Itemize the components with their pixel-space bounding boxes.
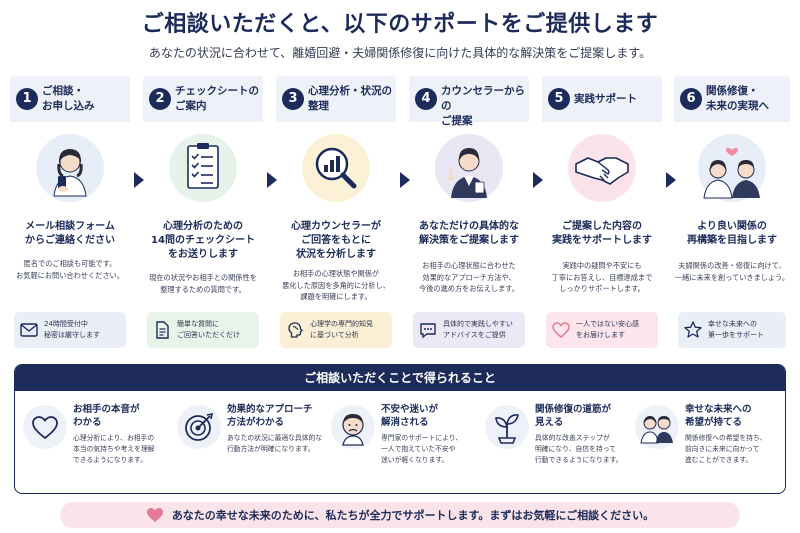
step-note: 一人ではない安心感 をお届けします	[546, 312, 658, 348]
step-note-text: 心理学の専門的知見 に基づいて分析	[310, 320, 373, 339]
arrow-right-icon	[134, 172, 144, 188]
benefits-heading: ご相談いただくことで得られること	[15, 365, 785, 391]
step-header: 6 関係修復・ 未来の実現へ	[674, 76, 790, 122]
step-header: 5 実践サポート	[542, 76, 662, 122]
step-number: 1	[16, 88, 38, 110]
heart-icon	[552, 322, 570, 338]
document-icon	[156, 321, 169, 339]
arrow-right-icon	[666, 172, 676, 188]
step-description: 実践中の疑問や不安にも 丁寧にお答えし、目標達成まで しっかりサポートします。	[551, 261, 653, 293]
step-description: お相手の心理状態に合わせた 効果的なアプローチ方法や、 今後の進め方をお伝えしま…	[419, 261, 519, 293]
handshake-icon	[568, 134, 636, 202]
benefit-item: 関係修復の道筋が 見える 具体的な改善ステップが 明確になり、自信を持って 行動…	[485, 401, 635, 489]
benefit-item: お相手の本音が わかる 心理分析により、お相手の 本当の気持ちや考えを理解 でき…	[23, 401, 173, 489]
star-icon	[684, 321, 702, 338]
counselor-icon	[435, 134, 503, 202]
step-main-text: 心理カウンセラーが ご回答をもとに 状況を分析します	[291, 221, 381, 260]
benefit-title: 効果的なアプローチ 方法がわかる	[227, 404, 313, 428]
benefit-description: 心理分析により、お相手の 本当の気持ちや考えを理解 できるようになります。	[73, 434, 155, 464]
mail-icon	[20, 323, 38, 337]
step-note-text: 幸せな未来への 第一歩をサポート	[708, 320, 764, 339]
sprout-icon	[485, 405, 529, 449]
magnifier-chart-icon	[302, 134, 370, 202]
speech-bubble-icon	[420, 323, 436, 339]
benefit-title: 関係修復の道筋が 見える	[535, 404, 612, 428]
step-5: 5 実践サポート ご提案した内容の 実践をサポートします 実践中の疑問や不安にも…	[542, 76, 662, 354]
step-title: チェックシートの ご案内	[175, 85, 259, 112]
step-note: 心理学の専門的知見 に基づいて分析	[280, 312, 392, 348]
page-title: ご相談いただくと、以下のサポートをご提供します	[141, 12, 659, 37]
step-main-text: ご提案した内容の 実践をサポートします	[552, 221, 652, 246]
step-number: 4	[415, 88, 437, 110]
step-number: 6	[680, 88, 702, 110]
step-note: 簡単な質問に ご回答いただくだけ	[147, 312, 259, 348]
benefit-item: 効果的なアプローチ 方法がわかる あなたの状況に最適な具体的な 行動方法が明確に…	[177, 401, 327, 489]
step-header: 1 ご相談・ お申し込み	[10, 76, 130, 122]
benefit-description: 具体的な改善ステップが 明確になり、自信を持って 行動できるようになります。	[535, 434, 623, 464]
arrow-right-icon	[533, 172, 543, 188]
step-note-text: 一人ではない安心感 をお届けします	[576, 320, 639, 339]
worried-person-icon	[331, 405, 375, 449]
step-header: 4 カウンセラーからの ご提案	[409, 76, 529, 127]
step-note: 24時間受付中 秘密は厳守します	[14, 312, 126, 348]
benefit-title: 不安や迷いが 解消される	[381, 404, 439, 428]
arrow-right-icon	[267, 172, 277, 188]
benefit-item: 不安や迷いが 解消される 専門家のサポートにより、 一人で抱えていた不安や 迷い…	[331, 401, 481, 489]
arrow-right-icon	[400, 172, 410, 188]
step-header: 3 心理分析・状況の 整理	[276, 76, 396, 122]
steps-flow: 1 ご相談・ お申し込み メール相談フォーム からご連絡ください 匿名でのご相談…	[10, 76, 790, 354]
step-note-text: 24時間受付中 秘密は厳守します	[44, 320, 100, 339]
footer-text: あなたの幸せな未来のために、私たちが全力でサポートします。まずはお気軽にご相談く…	[171, 509, 655, 522]
benefit-description: あなたの状況に最適な具体的な 行動方法が明確になります。	[227, 434, 323, 453]
benefits-section: ご相談いただくことで得られること お相手の本音が わかる 心理分析により、お相手…	[14, 364, 786, 494]
step-main-text: より良い関係の 再構築を目指します	[687, 221, 777, 246]
happy-couple-icon	[635, 405, 679, 449]
heart-icon	[146, 508, 163, 522]
step-main-text: メール相談フォーム からご連絡ください	[25, 221, 115, 246]
step-note: 幸せな未来への 第一歩をサポート	[678, 312, 786, 348]
step-note-text: 簡単な質問に ご回答いただくだけ	[177, 320, 240, 339]
step-4: 4 カウンセラーからの ご提案 あなただけの具体的な 解決策をご提案します お相…	[409, 76, 529, 354]
step-1: 1 ご相談・ お申し込み メール相談フォーム からご連絡ください 匿名でのご相談…	[10, 76, 130, 354]
couple-icon	[698, 134, 766, 202]
step-description: 現在の状況やお相手との関係性を 整理するための質問です。	[149, 273, 257, 294]
page-subtitle: あなたの状況に合わせて、離婚回避・夫婦関係修復に向けた具体的な解決策をご提案しま…	[148, 46, 652, 60]
step-title: ご相談・ お申し込み	[42, 85, 95, 112]
step-title: 心理分析・状況の 整理	[308, 85, 392, 112]
step-title: カウンセラーからの ご提案	[441, 85, 525, 127]
target-icon	[177, 405, 221, 449]
brain-icon	[288, 322, 304, 338]
benefit-description: 関係修復への希望を持ち、 前向きに未来に向かって 進むことができます。	[685, 434, 767, 464]
footer-banner: あなたの幸せな未来のために、私たちが全力でサポートします。まずはお気軽にご相談く…	[60, 502, 740, 528]
step-number: 3	[282, 88, 304, 110]
step-main-text: 心理分析のための 14問のチェックシート をお送りします	[151, 221, 255, 260]
heart-outline-icon	[23, 405, 67, 449]
benefit-title: 幸せな未来への 希望が持てる	[685, 404, 752, 428]
checklist-icon	[169, 134, 237, 202]
step-title: 関係修復・ 未来の実現へ	[706, 85, 769, 112]
benefit-title: お相手の本音が わかる	[73, 404, 140, 428]
step-main-text: あなただけの具体的な 解決策をご提案します	[419, 221, 519, 246]
step-6: 6 関係修復・ 未来の実現へ より良い関係の 再構築を目指します 夫婦関係の改善…	[674, 76, 790, 354]
step-note-text: 具体的で実践しやすい アドバイスをご提供	[443, 320, 513, 339]
step-description: お相手の心理状態や関係が 悪化した原因を多角的に分析し、 課題を明確にします。	[282, 269, 390, 301]
step-2: 2 チェックシートの ご案内 心理分析のための 14問のチェックシート をお送り…	[143, 76, 263, 354]
benefit-description: 専門家のサポートにより、 一人で抱えていた不安や 迷いが軽くなります。	[381, 434, 463, 464]
step-header: 2 チェックシートの ご案内	[143, 76, 263, 122]
step-description: 夫婦関係の改善・修復に向けて、 一緒に未来を創っていきましょう。	[674, 261, 790, 282]
step-title: 実践サポート	[574, 93, 637, 105]
step-note: 具体的で実践しやすい アドバイスをご提供	[413, 312, 525, 348]
woman-phone-icon	[36, 134, 104, 202]
step-number: 5	[548, 88, 570, 110]
benefit-item: 幸せな未来への 希望が持てる 関係修復への希望を持ち、 前向きに未来に向かって …	[635, 401, 785, 489]
step-3: 3 心理分析・状況の 整理 心理カウンセラーが ご回答をもとに 状況を分析します…	[276, 76, 396, 354]
step-description: 匿名でのご相談も可能です。 お気軽にお問い合わせください。	[16, 259, 124, 280]
step-number: 2	[149, 88, 171, 110]
